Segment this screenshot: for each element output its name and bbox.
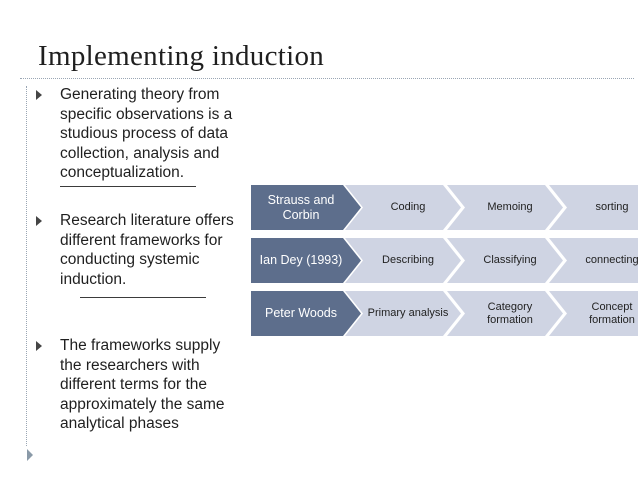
bullet-arrow-icon: [36, 216, 42, 226]
slide-marker-icon: [27, 449, 33, 461]
phase-step: Coding: [345, 185, 461, 230]
slide-title: Implementing induction: [38, 40, 325, 72]
phase-step: Primary analysis: [345, 291, 461, 336]
phase-step: Category formation: [447, 291, 563, 336]
bullet-item: Research literature offers different fra…: [36, 211, 240, 289]
bullet-item: The frameworks supply the researchers wi…: [36, 336, 240, 434]
bullet-text: The frameworks supply the researchers wi…: [60, 337, 225, 432]
framework-label: Ian Dey (1993): [251, 238, 361, 283]
bullet-arrow-icon: [36, 341, 42, 351]
phase-step: Concept formation: [549, 291, 638, 336]
framework-label: Peter Woods: [251, 291, 361, 336]
title-divider: [20, 78, 634, 79]
bullet-arrow-icon: [36, 90, 42, 100]
phase-step: Classifying: [447, 238, 563, 283]
bullet-item: Generating theory from specific observat…: [36, 85, 240, 183]
bullet-text: Generating theory from specific observat…: [60, 86, 233, 181]
separator-line: [60, 186, 196, 187]
phase-step: Memoing: [447, 185, 563, 230]
phase-step: Describing: [345, 238, 461, 283]
separator-line: [80, 297, 206, 298]
bullet-text: Research literature offers different fra…: [60, 212, 234, 288]
framework-label: Strauss and Corbin: [251, 185, 361, 230]
left-divider: [26, 86, 27, 446]
